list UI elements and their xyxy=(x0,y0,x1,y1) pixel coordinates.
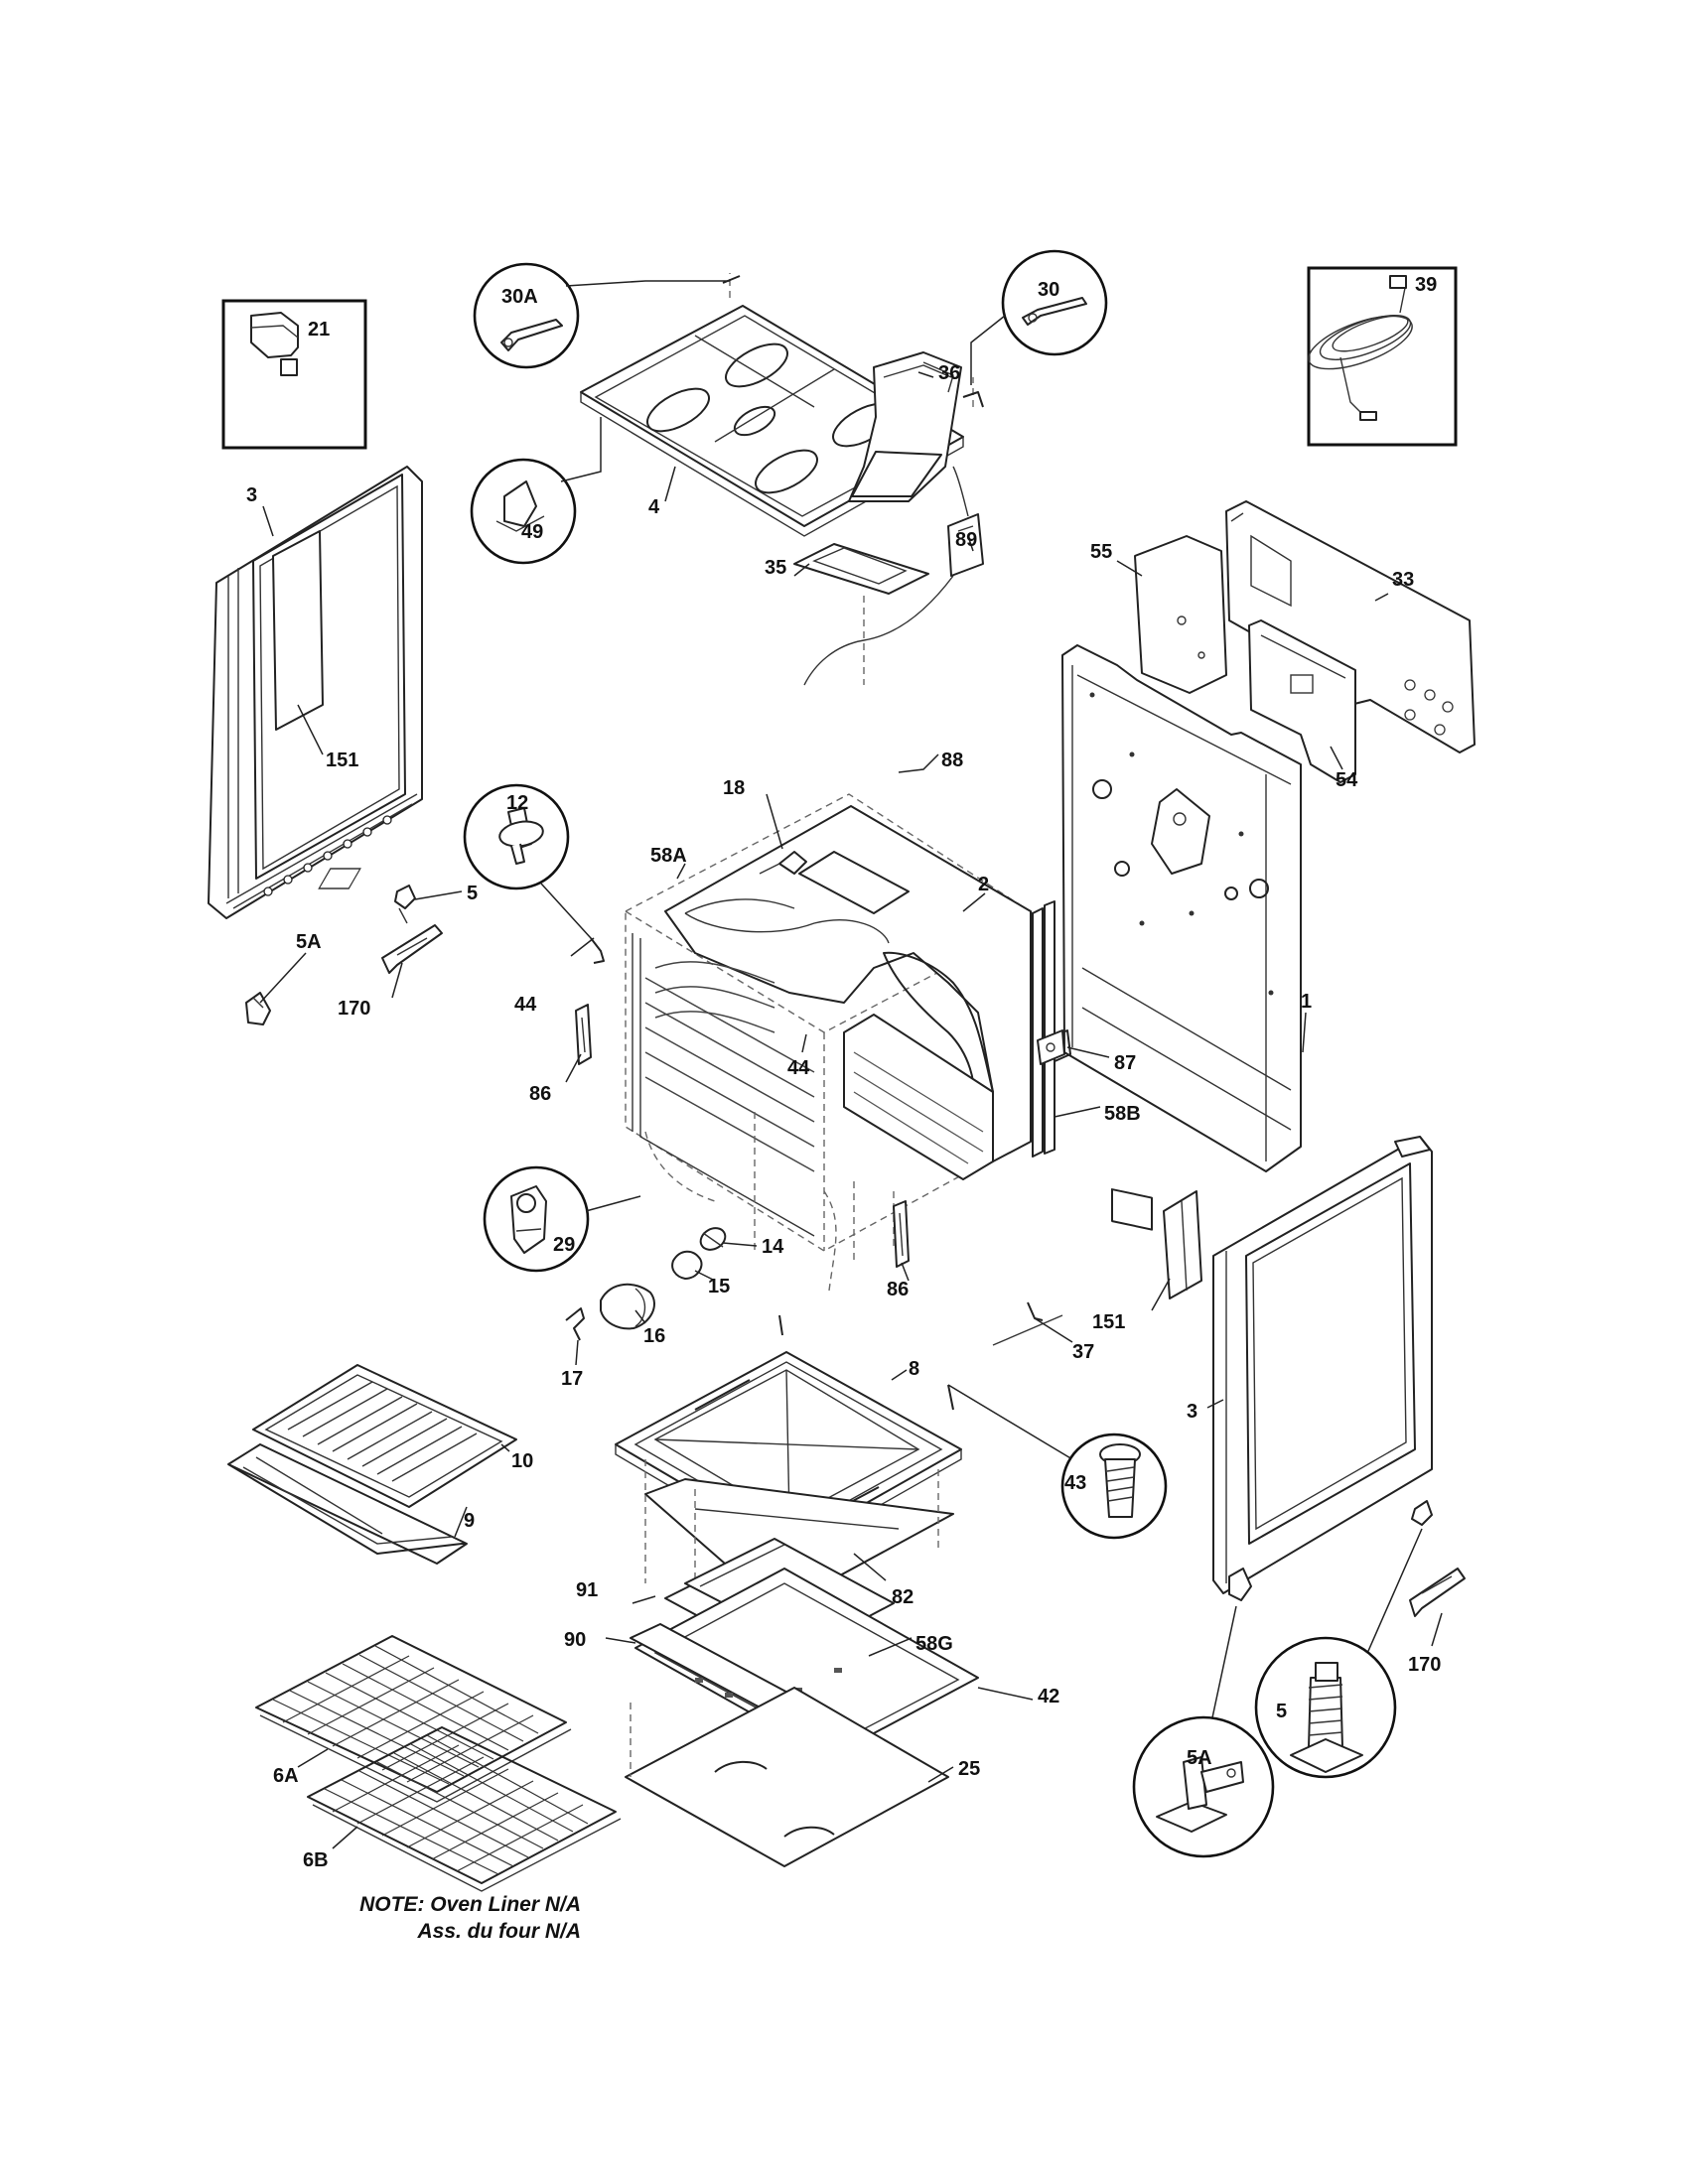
label-12: 12 xyxy=(506,792,528,814)
label-14: 14 xyxy=(762,1236,784,1258)
label-151-left: 151 xyxy=(326,750,358,771)
leveler-parts-5-5A-170 xyxy=(245,885,1466,1617)
label-90: 90 xyxy=(564,1629,586,1651)
detail-circle-43 xyxy=(778,1314,1168,1540)
label-43: 43 xyxy=(1064,1472,1086,1494)
inset-box-part-21 xyxy=(221,299,367,450)
label-36: 36 xyxy=(938,362,960,384)
label-6B: 6B xyxy=(303,1849,329,1871)
label-30A: 30A xyxy=(501,286,538,308)
label-4: 4 xyxy=(648,496,660,518)
label-49: 49 xyxy=(521,521,543,543)
label-3-left: 3 xyxy=(246,484,257,506)
note-line-1: NOTE: Oven Liner N/A xyxy=(359,1893,581,1916)
label-54: 54 xyxy=(1336,769,1358,791)
label-5A-left: 5A xyxy=(296,931,322,953)
broil-pan-parts-10-9 xyxy=(227,1364,517,1565)
label-10: 10 xyxy=(511,1450,533,1472)
inset-box-part-39 xyxy=(1307,266,1458,447)
oven-liner-note: NOTE: Oven Liner N/A Ass. du four N/A xyxy=(359,1893,581,1943)
label-35: 35 xyxy=(765,557,786,579)
vent-duct-part-36 xyxy=(793,351,984,686)
detail-circle-5-right xyxy=(1254,1528,1423,1779)
label-55: 55 xyxy=(1090,541,1112,563)
label-33: 33 xyxy=(1392,569,1414,591)
terminal-block-part-87 xyxy=(1037,1029,1065,1065)
label-37: 37 xyxy=(1072,1341,1094,1363)
label-91: 91 xyxy=(576,1579,598,1601)
label-170-left: 170 xyxy=(338,998,370,1020)
label-16: 16 xyxy=(643,1325,665,1347)
label-86-right: 86 xyxy=(887,1279,909,1300)
oven-door-left-part-3 xyxy=(208,466,423,919)
callout-labels: 21 30A 30 39 3 49 4 36 55 33 35 89 88 54… xyxy=(246,274,1441,1871)
label-82: 82 xyxy=(892,1586,914,1608)
oven-door-right-part-3 xyxy=(1163,1136,1433,1594)
oven-bottom-assembly xyxy=(615,1351,979,1867)
label-2: 2 xyxy=(978,874,989,895)
label-5A-right: 5A xyxy=(1187,1747,1212,1769)
label-15: 15 xyxy=(708,1276,730,1297)
detail-circle-30 xyxy=(970,249,1108,385)
label-8: 8 xyxy=(909,1358,919,1380)
label-42: 42 xyxy=(1038,1686,1059,1707)
oven-cavity-assembly xyxy=(318,793,1055,1292)
oven-lamp-parts xyxy=(565,1227,727,1341)
label-58A: 58A xyxy=(650,845,687,867)
label-25: 25 xyxy=(958,1758,980,1780)
label-21: 21 xyxy=(308,319,330,341)
detail-circle-5A-right xyxy=(1132,1605,1275,1858)
label-1: 1 xyxy=(1301,991,1312,1013)
label-9: 9 xyxy=(464,1510,475,1532)
label-58B: 58B xyxy=(1104,1103,1141,1125)
label-86-left: 86 xyxy=(529,1083,551,1105)
label-30: 30 xyxy=(1038,279,1059,301)
bracket-parts-86 xyxy=(575,1004,910,1268)
label-87: 87 xyxy=(1114,1052,1136,1074)
label-89: 89 xyxy=(955,529,977,551)
label-18: 18 xyxy=(723,777,745,799)
detail-circle-12 xyxy=(463,783,605,964)
oven-rack-parts-6A-6B xyxy=(255,1635,622,1892)
wire-part-37 xyxy=(992,1301,1063,1346)
label-5-left: 5 xyxy=(467,883,478,904)
note-line-2: Ass. du four N/A xyxy=(416,1920,581,1943)
label-151-right: 151 xyxy=(1092,1311,1125,1333)
label-3-right: 3 xyxy=(1187,1401,1197,1423)
label-17: 17 xyxy=(561,1368,583,1390)
label-39: 39 xyxy=(1415,274,1437,296)
label-29: 29 xyxy=(553,1234,575,1256)
label-44-left: 44 xyxy=(514,994,537,1016)
detail-circle-30A xyxy=(473,262,730,369)
back-panel-parts-55-33-54 xyxy=(1134,500,1476,783)
label-88: 88 xyxy=(941,750,963,771)
label-5-right: 5 xyxy=(1276,1701,1287,1722)
leader-lines xyxy=(259,371,1443,1849)
detail-circle-49 xyxy=(470,417,602,565)
detail-circle-29 xyxy=(483,1165,641,1273)
label-44-mid: 44 xyxy=(787,1057,810,1079)
label-170-right: 170 xyxy=(1408,1654,1441,1676)
label-6A: 6A xyxy=(273,1765,299,1787)
label-58G: 58G xyxy=(915,1633,953,1655)
